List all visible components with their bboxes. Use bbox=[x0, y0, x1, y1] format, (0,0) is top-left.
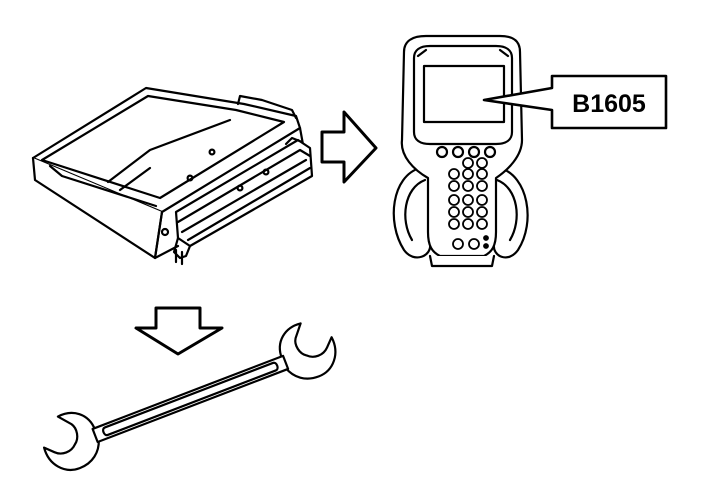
connector-block bbox=[172, 136, 314, 260]
wrench bbox=[42, 322, 337, 471]
scan-tool bbox=[392, 34, 529, 268]
function-keys bbox=[435, 145, 497, 159]
dtc-code: B1605 bbox=[572, 90, 646, 118]
dtc-callout: B1605 bbox=[482, 74, 668, 130]
control-module bbox=[31, 86, 314, 266]
keypad bbox=[448, 157, 489, 250]
scan-tool-screen bbox=[422, 64, 506, 124]
arrow-down bbox=[134, 306, 224, 356]
arrow-right bbox=[320, 110, 378, 184]
